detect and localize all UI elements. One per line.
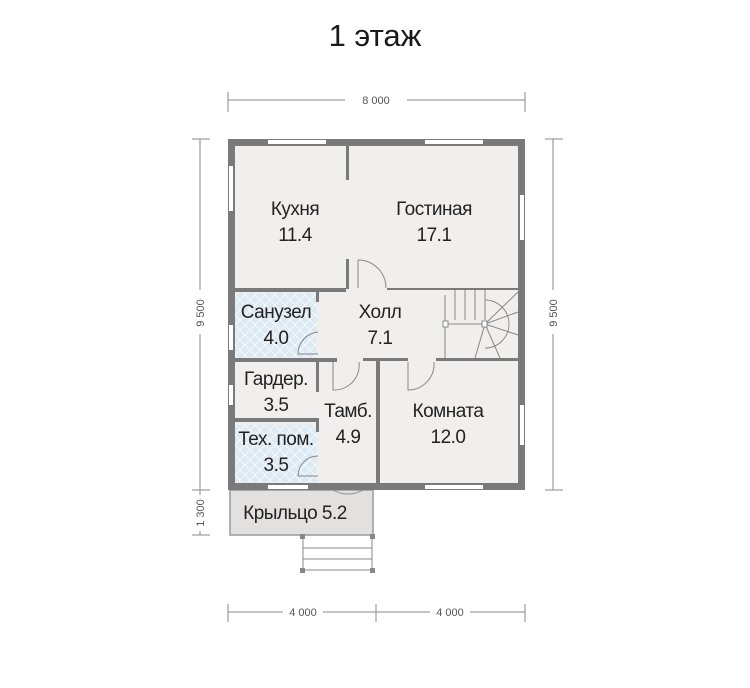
wardrobe-name: Гардер.: [244, 369, 308, 390]
svg-text:9 500: 9 500: [548, 299, 560, 327]
bathroom-name: Санузел: [241, 302, 312, 323]
tech-room-name: Тех. пом.: [238, 429, 313, 450]
svg-text:1 300: 1 300: [195, 499, 207, 527]
dimension-left: 9 500 1 300: [192, 138, 210, 536]
bathroom-tile: [235, 293, 317, 358]
living-area: 17.1: [417, 225, 452, 246]
room-name: Комната: [413, 401, 485, 422]
hall-name: Холл: [359, 302, 402, 323]
vestibule-name: Тамб.: [324, 401, 372, 422]
kitchen-name: Кухня: [271, 199, 319, 220]
windows: [229, 140, 524, 489]
walls: [228, 139, 525, 490]
tech-room-area: 3.5: [264, 455, 289, 476]
bathroom-area: 4.0: [264, 328, 289, 349]
svg-text:4 000: 4 000: [436, 607, 464, 619]
vestibule-area: 4.9: [336, 427, 361, 448]
dimension-top: 8 000: [227, 92, 526, 112]
kitchen-area: 11.4: [278, 225, 313, 246]
hall-area: 7.1: [368, 328, 393, 349]
svg-text:4 000: 4 000: [289, 607, 317, 619]
porch-label: Крыльцо 5.2: [243, 503, 347, 524]
living-name: Гостиная: [396, 199, 472, 220]
room-area: 12.0: [431, 427, 466, 448]
svg-text:8 000: 8 000: [362, 95, 390, 107]
wardrobe-area: 3.5: [264, 395, 289, 416]
doors: [297, 259, 435, 495]
svg-text:9 500: 9 500: [195, 299, 207, 327]
floor-title: 1 этаж: [328, 18, 422, 53]
tech-room-tile: [235, 425, 317, 487]
staircase: [442, 290, 519, 359]
dimension-right: 9 500: [545, 138, 563, 491]
porch: [229, 489, 375, 573]
dimension-bottom: 4 000 4 000: [227, 604, 526, 622]
